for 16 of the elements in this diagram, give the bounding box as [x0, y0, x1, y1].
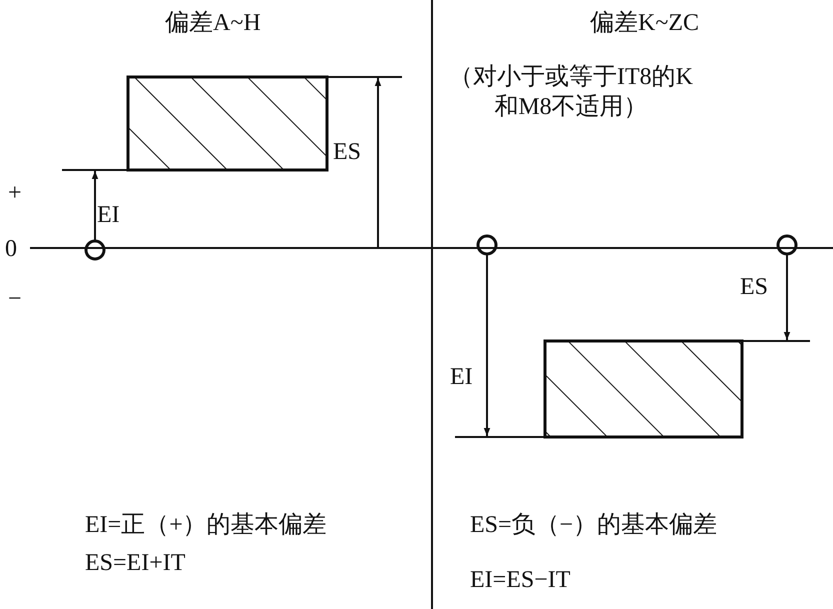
dimension-label: EI [97, 201, 120, 230]
axis-sign: − [8, 285, 22, 314]
axis-label: 0 [5, 235, 17, 264]
formula: EI=ES−IT [470, 566, 570, 595]
heading: 偏差A~H [165, 9, 261, 38]
dimension-label: ES [740, 273, 768, 302]
hatched-tolerance-zone [544, 340, 744, 438]
formula: EI=正（+）的基本偏差 [85, 511, 327, 540]
formula: ES=EI+IT [85, 549, 186, 578]
hatched-tolerance-zone [126, 76, 328, 172]
dimension-label: ES [333, 138, 362, 167]
formula: ES=负（−）的基本偏差 [470, 511, 718, 540]
axis-sign: + [8, 179, 22, 208]
heading: 偏差K~ZC [590, 9, 699, 38]
dimension-label: EI [450, 363, 473, 392]
note: （对小于或等于IT8的K和M8不适用） [448, 63, 694, 122]
